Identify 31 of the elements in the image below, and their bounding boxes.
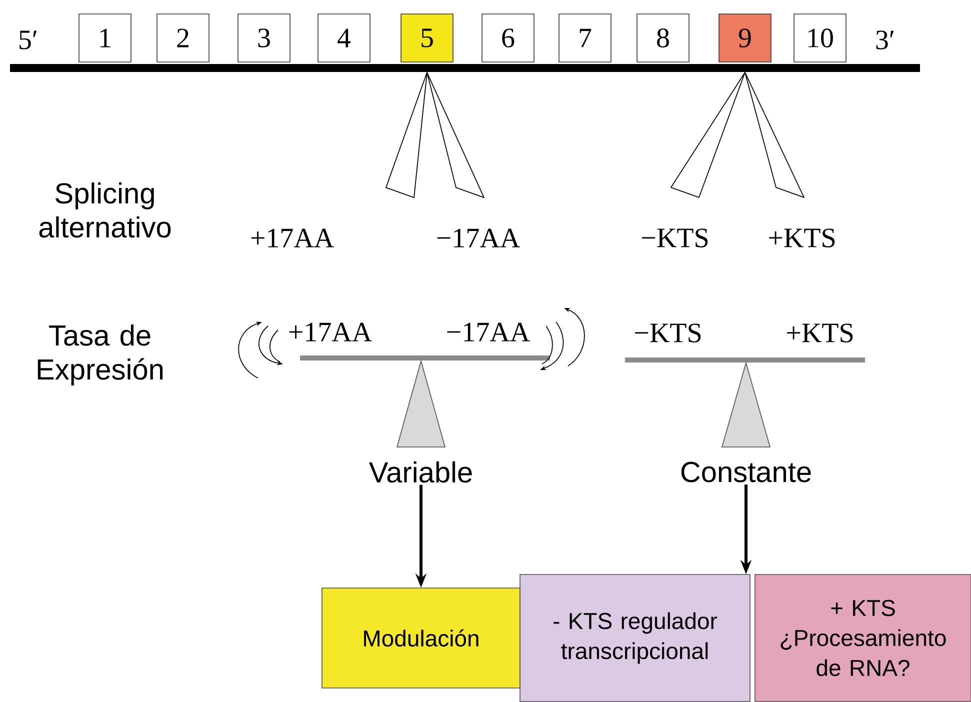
exon-box: 5 [400,14,454,62]
rate-label: Variable [369,461,472,483]
splicing-wedge [386,72,428,198]
exon-box: 7 [558,14,612,62]
function-box: - KTS regulador transcripcional [520,574,750,702]
isoform-label: −17AA [437,228,520,248]
seesaw-label: −KTS [635,324,701,342]
row-heading: Tasa de Expresión [38,324,163,386]
row-heading: Splicing alternativo [39,182,171,238]
exon-box: 8 [636,14,690,62]
isoform-label: +KTS [769,228,835,248]
seesaw-label: +17AA [289,322,372,342]
isoform-label: −KTS [642,228,708,248]
exon-box: 1 [78,14,132,62]
splicing-wedge [426,72,484,198]
function-box: + KTS ¿Procesamiento de RNA? [754,574,971,702]
function-box: Modulación [322,588,520,688]
seesaw-label: −17AA [447,322,530,342]
rate-label: Constante [681,462,811,482]
end-label: 5′ [20,30,37,50]
isoform-label: +17AA [251,228,334,248]
end-label: 3′ [876,30,894,50]
splicing-wedge [670,72,746,198]
seesaw-label: +KTS [787,324,853,342]
exon-box: 4 [318,14,370,62]
exon-box: 9 [718,14,772,62]
exon-box: 2 [156,14,210,62]
exon-box: 10 [794,14,846,62]
exon-box: 6 [482,14,534,62]
exon-box: 3 [238,14,290,62]
splicing-wedge [744,72,804,198]
